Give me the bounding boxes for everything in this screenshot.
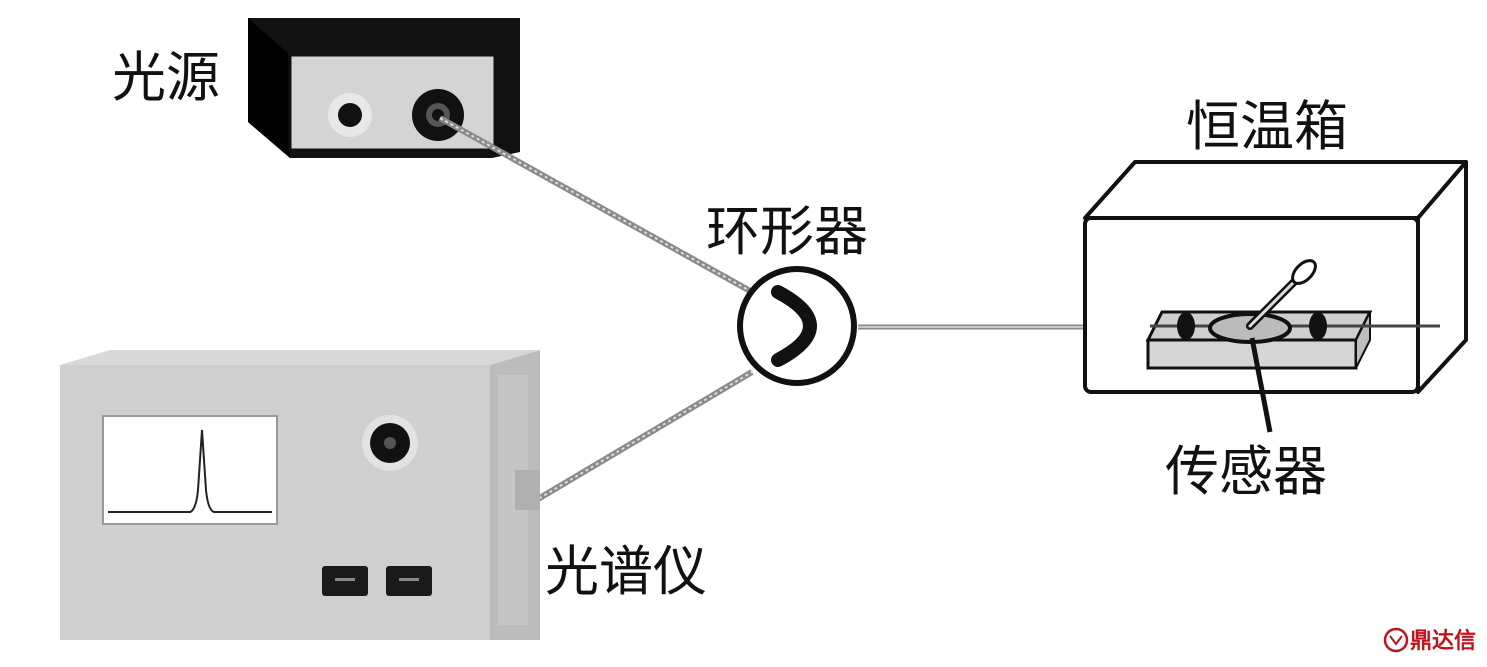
circulator — [737, 266, 857, 386]
light-source-device — [248, 18, 520, 158]
sensor-clamp-right — [1309, 312, 1327, 340]
label-light-source: 光源 — [112, 46, 220, 109]
label-spectrometer: 光谱仪 — [545, 540, 707, 603]
watermark-logo-icon — [1383, 627, 1409, 653]
spectrometer-display — [102, 415, 278, 525]
label-sensor: 传感器 — [1165, 440, 1327, 503]
spectrum-peak-trace — [108, 429, 272, 513]
watermark: 鼎达信 — [1383, 627, 1476, 654]
label-thermostat: 恒温箱 — [1186, 95, 1348, 158]
label-circulator: 环形器 — [706, 200, 868, 263]
spectrometer-device — [60, 350, 540, 640]
sensor-clamp-left — [1177, 312, 1195, 340]
fiber-source-to-circulator — [438, 115, 754, 295]
sensor-assembly — [1145, 259, 1440, 433]
watermark-text: 鼎达信 — [1410, 628, 1476, 654]
sensor-leader-line — [1249, 337, 1273, 433]
circulator-arc-icon — [771, 285, 817, 367]
